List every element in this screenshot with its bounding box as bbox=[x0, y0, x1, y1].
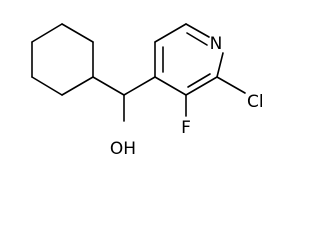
hydroxyl-group-label: OH bbox=[110, 139, 136, 159]
pyridine-bond-c5-c6 bbox=[154, 23, 187, 43]
cyclohexane-bond-6 bbox=[61, 76, 94, 96]
molecule-diagram: N Cl F OH bbox=[31, 23, 264, 159]
nitrogen-atom-label: N bbox=[210, 34, 223, 54]
chlorine-atom-label: Cl bbox=[247, 92, 264, 112]
cyclohexane-bond-3 bbox=[31, 23, 63, 43]
structure-canvas: N Cl F OH bbox=[31, 23, 264, 159]
pyridine-double-bond-c2-c3 bbox=[187, 73, 211, 88]
carbinol-to-pyridine-bond bbox=[123, 76, 156, 96]
pyridine-double-bond-c6-n bbox=[186, 32, 208, 46]
fluorine-atom-label: F bbox=[181, 118, 191, 138]
cyclohexane-ring bbox=[31, 23, 94, 96]
c2-to-chlorine-bond bbox=[216, 76, 246, 94]
cyclohexane-bond-2 bbox=[61, 23, 94, 43]
cyclohexane-bond-5 bbox=[31, 76, 63, 96]
pyridine-bond-c2-c3 bbox=[185, 76, 218, 96]
pyridine-bond-c3-c4 bbox=[154, 76, 187, 96]
pyridine-bond-c6-n bbox=[185, 23, 210, 38]
pyridine-bond-n-c2 bbox=[216, 52, 224, 78]
pyridine-ring bbox=[154, 23, 224, 96]
cyclohexyl-to-carbinol-bond bbox=[92, 76, 125, 96]
